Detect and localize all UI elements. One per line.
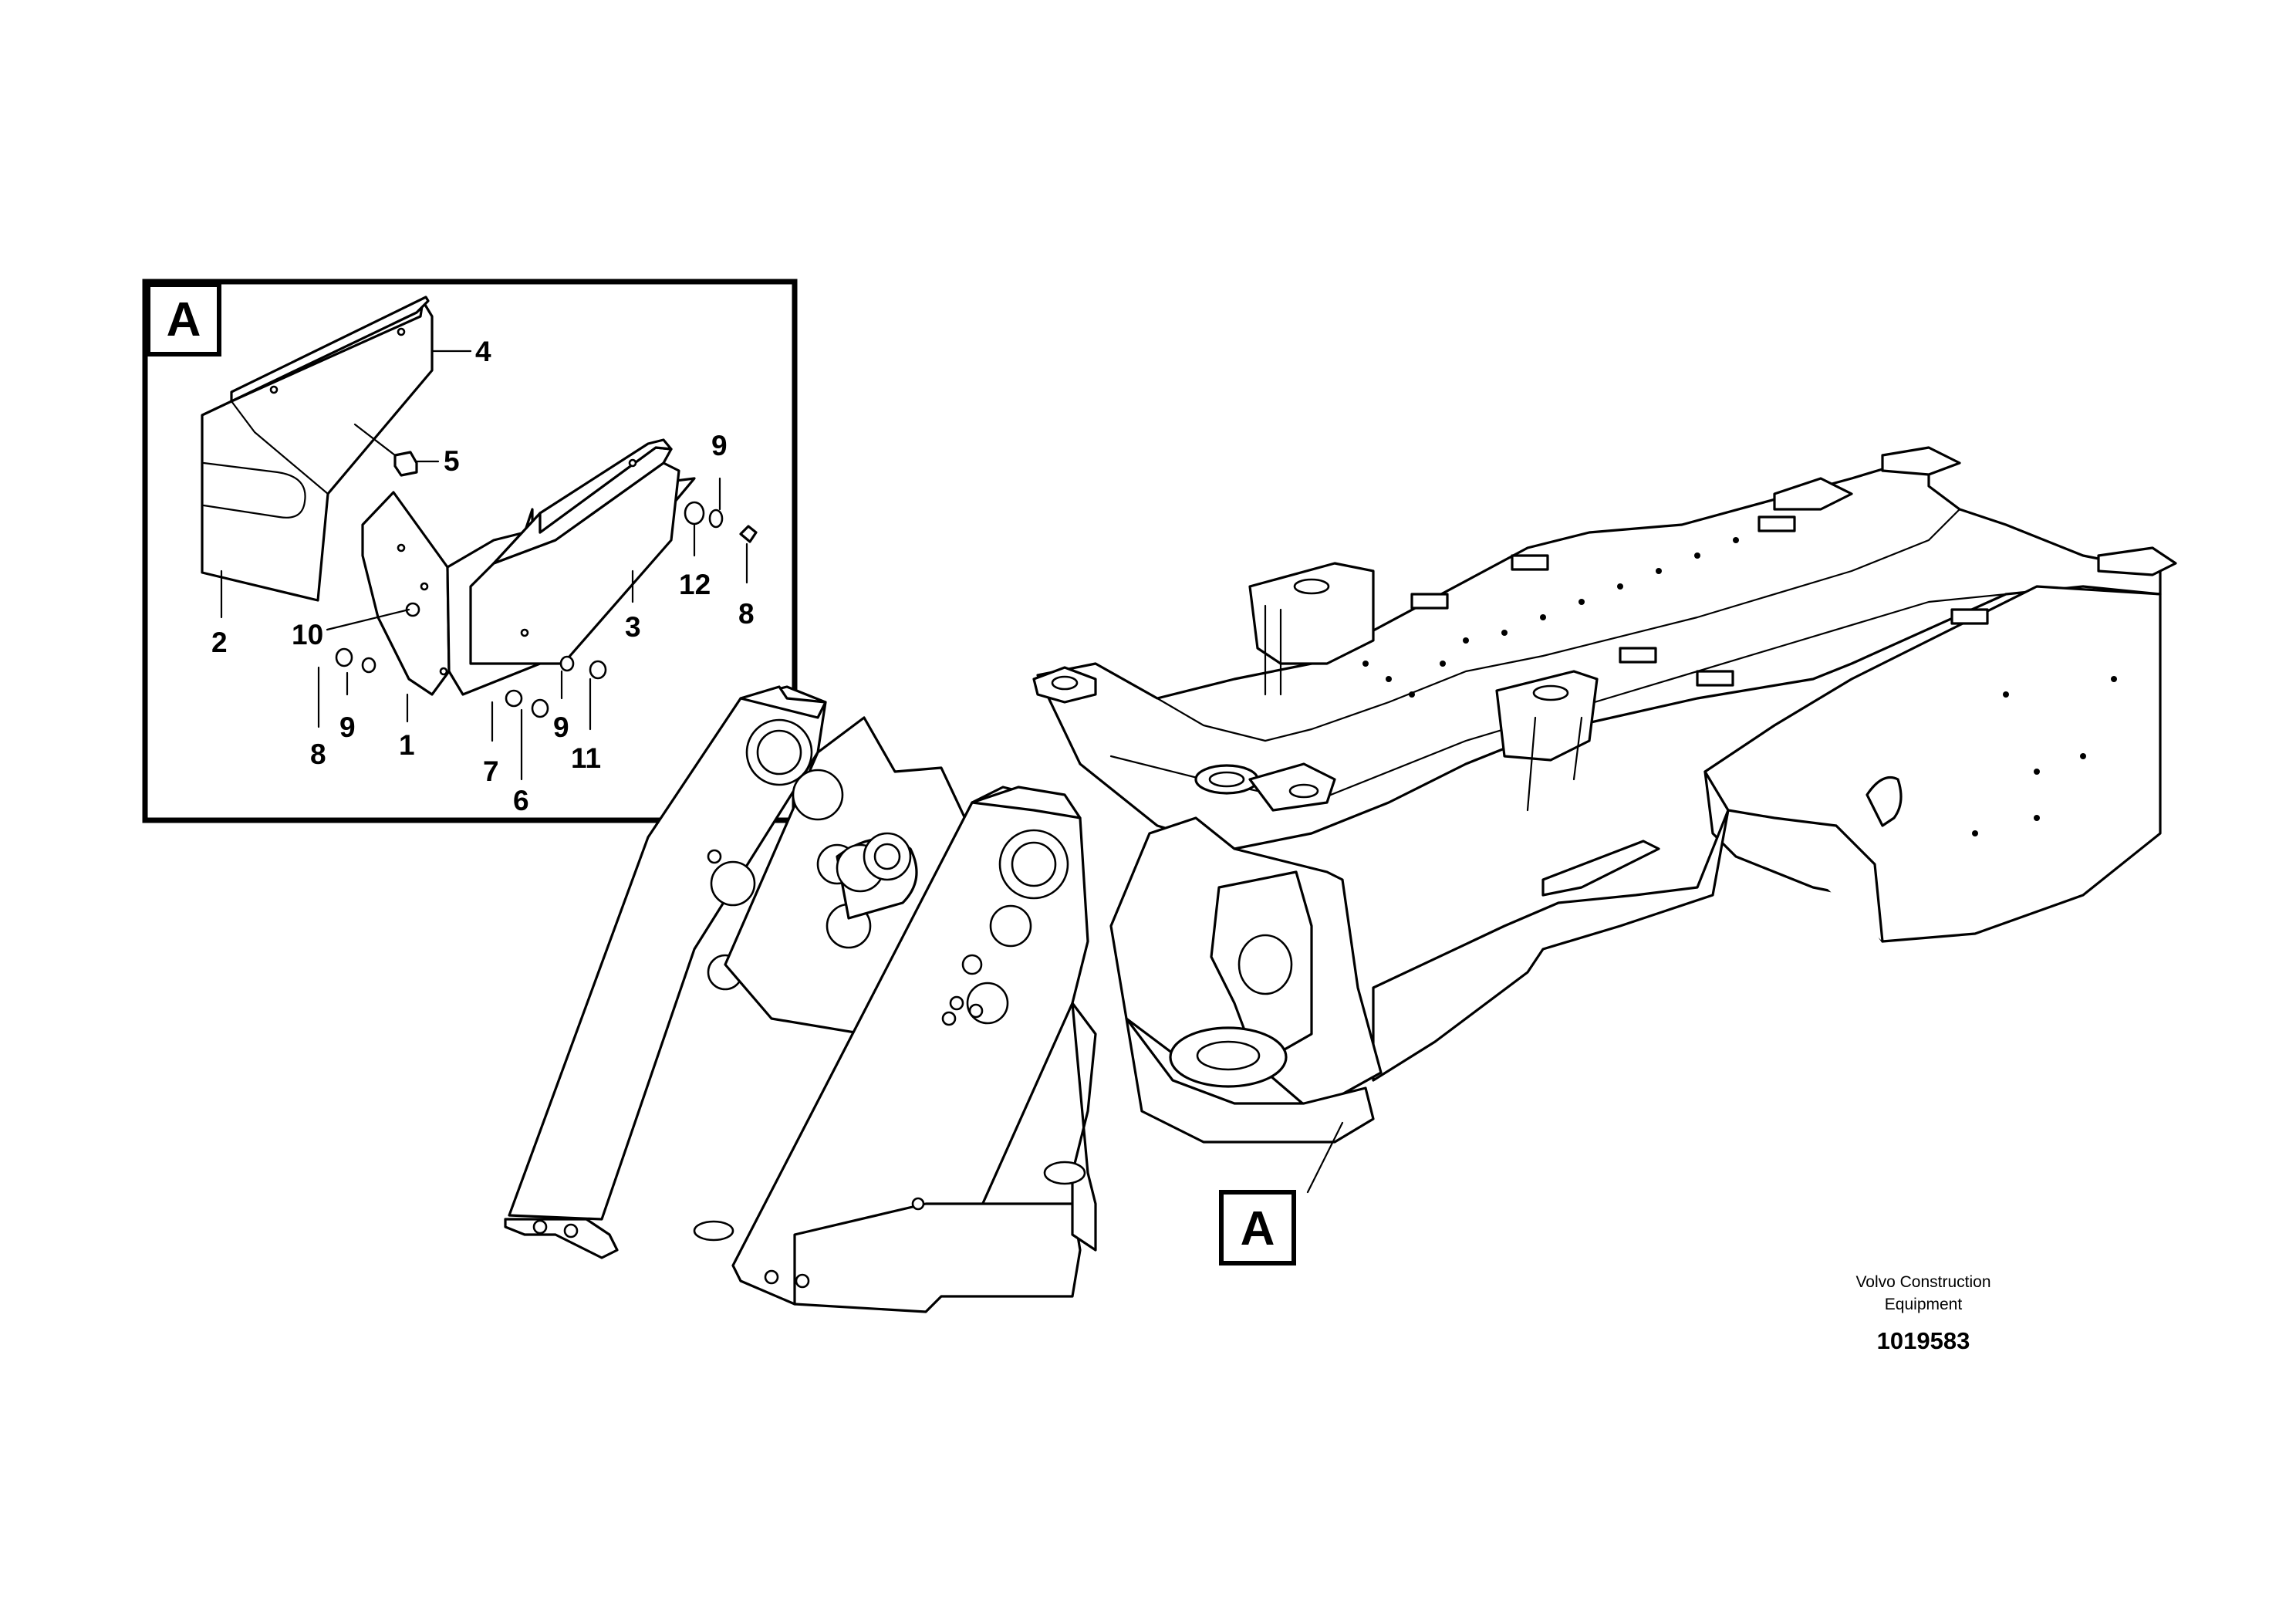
- callout-5: 5: [444, 445, 460, 477]
- callout-1: 1: [399, 729, 415, 761]
- leader-lines: [220, 350, 748, 781]
- callout-12: 12: [679, 569, 711, 600]
- callout-2: 2: [211, 627, 228, 658]
- view-reference-a: A: [1219, 1121, 1344, 1265]
- callout-9-mid: 9: [553, 711, 569, 743]
- detail-letter-box: [146, 282, 221, 357]
- deck-holes: [1362, 537, 2117, 836]
- rear-frame: [1032, 446, 2177, 1144]
- callout-8-left: 8: [310, 738, 326, 770]
- callout-3: 3: [625, 611, 641, 643]
- detail-view-a: A: [142, 279, 798, 823]
- company-name-line2: Equipment: [1885, 1296, 1963, 1313]
- callout-6: 6: [513, 785, 529, 816]
- view-letter-box: [1219, 1190, 1296, 1265]
- callout-4: 4: [475, 336, 491, 367]
- part-left-shield: [201, 296, 434, 602]
- callout-9-left: 9: [339, 711, 356, 743]
- callout-9-top: 9: [711, 430, 728, 461]
- detail-frame: [142, 279, 798, 823]
- callout-labels: 4 5 9 12 8 3 2 10 9 1 8 9 7 11 6: [211, 336, 755, 816]
- part-right-shield: [469, 438, 680, 665]
- callout-7: 7: [483, 755, 499, 787]
- callout-8-right: 8: [738, 598, 755, 630]
- detail-letter: A: [167, 293, 201, 346]
- callout-10: 10: [292, 619, 323, 650]
- drawing-number: 1019583: [1877, 1327, 1970, 1354]
- part-nut-5: [353, 423, 418, 477]
- front-frame: [504, 685, 1097, 1313]
- title-block: Volvo Construction Equipment 1019583: [1855, 1273, 1990, 1354]
- callout-11: 11: [571, 742, 601, 774]
- company-name-line1: Volvo Construction: [1855, 1273, 1990, 1291]
- fasteners: [335, 501, 758, 718]
- view-letter: A: [1241, 1202, 1275, 1255]
